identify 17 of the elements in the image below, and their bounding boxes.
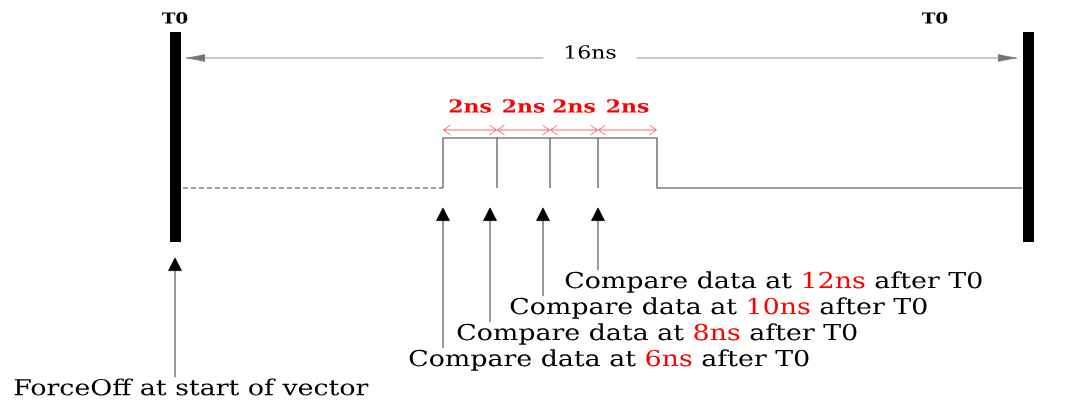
timing-label: T0 [162, 12, 188, 24]
leader-arrow [436, 207, 450, 349]
leader-arrow [591, 207, 605, 271]
dimension-label: 2ns [607, 99, 649, 113]
dimension-label: 2ns [449, 99, 491, 113]
dimension-label: 16ns [543, 44, 637, 60]
note-text: Compare data at 8ns after T0 [457, 323, 857, 345]
timing-label: T0 [922, 12, 948, 24]
leader-arrow [536, 207, 550, 297]
dimension-label: 2ns [553, 99, 595, 113]
note-text: Compare data at 12ns after T0 [565, 271, 982, 293]
leader-arrow [168, 257, 182, 378]
note-text: Compare data at 6ns after T0 [409, 349, 809, 371]
dimension-label: 2ns [503, 99, 545, 113]
note-text: ForceOff at start of vector [14, 378, 369, 396]
leader-arrow [483, 207, 497, 323]
note-text: Compare data at 10ns after T0 [510, 297, 927, 319]
